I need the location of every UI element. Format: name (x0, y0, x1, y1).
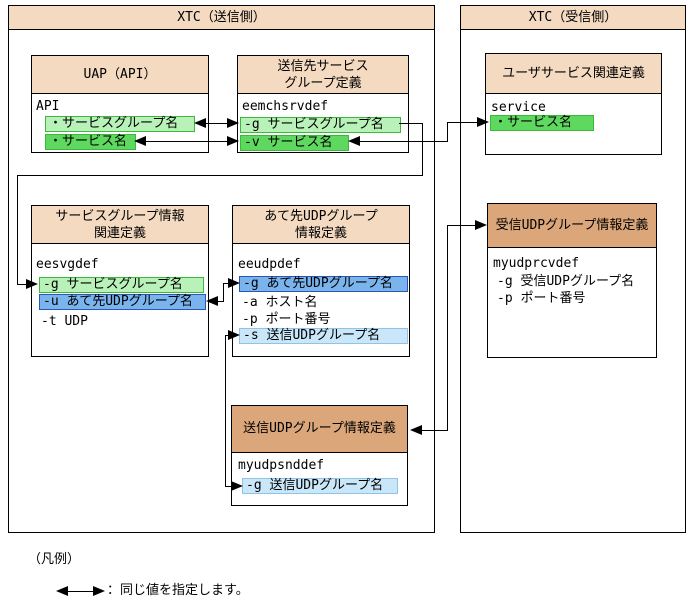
service-group-info-def-box: サービスグループ情報 関連定義 eesvgdef -g サービスグループ名 -u… (31, 205, 209, 357)
uap-field-service-group-name: ・サービスグループ名 (45, 116, 195, 132)
dest-service-group-def-field-v: -v サービス名 (240, 135, 349, 151)
connector-v-service-v1 (447, 122, 448, 142)
uap-box-title: UAP（API） (83, 67, 157, 82)
uap-box-header: UAP（API） (32, 56, 208, 94)
send-udp-group-info-def-field-g: -g 送信UDPグループ名 (242, 478, 398, 494)
dest-service-group-def-header: 送信先サービス グループ定義 (238, 56, 408, 94)
connector-v-service-h1 (358, 141, 448, 142)
dest-udp-group-info-def-box: あて先UDPグループ 情報定義 eeudpdef -g あて先UDPグループ名 … (232, 205, 410, 357)
dest-service-group-def-title-line2: グループ定義 (284, 76, 362, 91)
dest-udp-group-info-def-title-line1: あて先UDPグループ (264, 209, 378, 224)
uap-field-service-name: ・サービス名 (45, 134, 136, 150)
connector-udpdef-h1 (420, 430, 448, 431)
send-udp-group-info-def-command: myudpsnddef (238, 458, 325, 473)
connector-udpdef-h2 (447, 225, 477, 226)
uap-command: API (36, 99, 60, 114)
connector-svcgrp-to-eesvg-v2 (17, 175, 18, 285)
connector-s-sndudp-top-arrow-icon (228, 330, 240, 340)
sender-panel-title: XTC（送信側） (177, 10, 266, 25)
connector-u-destudp-right-arrow-icon (228, 278, 240, 288)
user-service-def-field-service-name: ・サービス名 (490, 115, 594, 131)
dest-service-group-def-field-g: -g サービスグループ名 (240, 117, 401, 133)
connector-u-destudp-h1 (216, 301, 224, 302)
connector-svcgrp-to-eesvg-arrow-icon (26, 279, 38, 289)
recv-udp-group-info-def-field-p: -p ポート番号 (497, 291, 586, 306)
connector-udpdef-v1 (447, 225, 448, 431)
uap-box: UAP（API） API ・サービスグループ名 ・サービス名 (31, 55, 209, 153)
connector-u-destudp-v1 (223, 283, 224, 302)
service-group-info-def-command: eesvgdef (36, 257, 99, 272)
dest-udp-group-info-def-field-a: -a ホスト名 (242, 295, 318, 310)
service-group-info-def-title-line1: サービスグループ情報 (55, 209, 185, 224)
service-group-info-def-field-u: -u あて先UDPグループ名 (39, 294, 206, 310)
connector-service-name-right-arrow-icon (227, 136, 239, 146)
dest-service-group-def-title-line1: 送信先サービス (277, 59, 369, 74)
connector-s-sndudp-h2 (225, 486, 233, 487)
dest-udp-group-info-def-field-g: -g あて先UDPグループ名 (239, 276, 408, 292)
connector-svcgrp-to-eesvg-h2 (17, 175, 423, 176)
legend-arrow-line (66, 591, 95, 592)
connector-service-group-line (204, 123, 230, 124)
send-udp-group-info-def-header: 送信UDPグループ情報定義 (232, 406, 407, 453)
sender-panel-header: XTC（送信側） (9, 6, 434, 30)
service-group-info-def-field-t: -t UDP (41, 314, 88, 329)
service-group-info-def-title-line2: 関連定義 (93, 226, 146, 241)
connector-svcgrp-to-eesvg-h3 (17, 284, 29, 285)
connector-s-sndudp-v1 (225, 335, 226, 487)
dest-service-group-def-command: eemchsrvdef (242, 99, 329, 114)
user-service-def-command: service (491, 100, 546, 115)
connector-udpdef-left-arrow-icon (410, 425, 422, 435)
connector-svcgrp-to-eesvg-v1 (422, 123, 423, 176)
recv-udp-group-info-def-box: 受信UDPグループ情報定義 myudprcvdef -g 受信UDPグループ名 … (487, 203, 657, 358)
recv-udp-group-info-def-title: 受信UDPグループ情報定義 (495, 218, 649, 233)
connector-service-name-line (144, 141, 230, 142)
user-service-def-title: ユーザサービス関連定義 (502, 66, 645, 81)
connector-s-sndudp-h1 (225, 335, 230, 336)
connector-v-service-h2 (447, 122, 479, 123)
connector-s-sndudp-bottom-arrow-icon (231, 481, 243, 491)
connector-u-destudp-left-arrow-icon (206, 296, 218, 306)
recv-udp-group-info-def-command: myudprcvdef (493, 256, 580, 271)
dest-udp-group-info-def-command: eeudpdef (238, 257, 301, 272)
legend-heading: （凡例） (28, 552, 81, 567)
receiver-panel-header: XTC（受信側） (461, 6, 685, 30)
service-group-info-def-field-g: -g サービスグループ名 (39, 277, 204, 293)
receiver-panel-title: XTC（受信側） (528, 10, 618, 25)
connector-service-name-left-arrow-icon (134, 136, 146, 146)
dest-service-group-def-box: 送信先サービス グループ定義 eemchsrvdef -g サービスグループ名 … (237, 55, 409, 153)
connector-svcgrp-to-eesvg-h1 (399, 123, 423, 124)
send-udp-group-info-def-title: 送信UDPグループ情報定義 (243, 421, 396, 436)
send-udp-group-info-def-box: 送信UDPグループ情報定義 myudpsnddef -g 送信UDPグループ名 (231, 405, 408, 506)
user-service-def-header: ユーザサービス関連定義 (486, 54, 661, 94)
legend-left-arrow-icon (56, 586, 68, 596)
connector-service-group-right-arrow-icon (227, 118, 239, 128)
connector-service-group-left-arrow-icon (194, 118, 206, 128)
service-group-info-def-header: サービスグループ情報 関連定義 (32, 206, 208, 244)
dest-udp-group-info-def-title-line2: 情報定義 (294, 226, 347, 241)
user-service-def-box: ユーザサービス関連定義 service ・サービス名 (485, 53, 662, 155)
dest-udp-group-info-def-field-s: -s 送信UDPグループ名 (239, 328, 408, 344)
connector-v-service-left-arrow-icon (348, 136, 360, 146)
recv-udp-group-info-def-field-g: -g 受信UDPグループ名 (497, 274, 635, 289)
legend-right-arrow-icon (93, 586, 105, 596)
recv-udp-group-info-def-header: 受信UDPグループ情報定義 (488, 204, 656, 248)
connector-v-service-right-arrow-icon (477, 117, 489, 127)
dest-udp-group-info-def-header: あて先UDPグループ 情報定義 (233, 206, 409, 244)
connector-u-destudp-h2 (223, 283, 230, 284)
dest-udp-group-info-def-field-p: -p ポート番号 (242, 312, 331, 327)
legend-text: ：同じ値を指定します。 (107, 583, 249, 598)
connector-udpdef-right-arrow-icon (475, 220, 487, 230)
